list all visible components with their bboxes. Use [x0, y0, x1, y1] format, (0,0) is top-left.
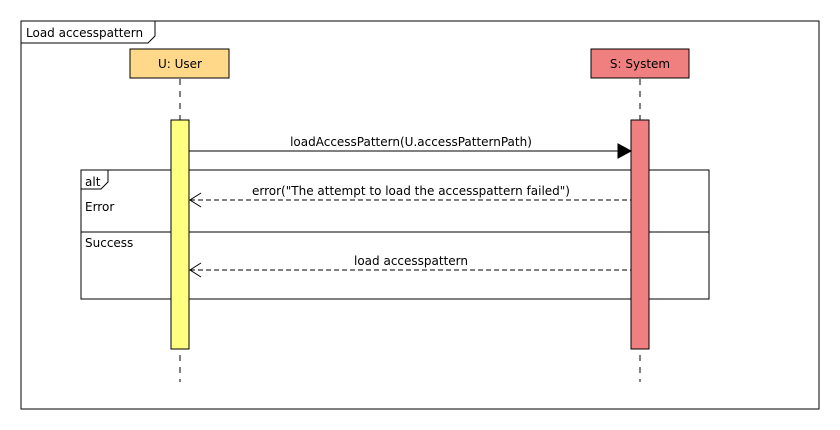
success-reply-message: load accesspattern — [189, 254, 631, 278]
call-message-arrowhead — [617, 143, 633, 159]
user-activation-bar — [170, 119, 190, 350]
alt-operator-tab — [81, 170, 109, 190]
system-activation-bar — [630, 119, 650, 350]
error-reply-label: error("The attempt to load the accesspat… — [252, 184, 570, 198]
system-head-label: S: System — [610, 57, 670, 71]
system-lifeline-head: S: System — [590, 48, 690, 79]
user-head-box — [129, 48, 230, 79]
user-head-label: U: User — [158, 57, 202, 71]
guard-error: Error — [85, 200, 114, 214]
frame-title-tab — [21, 21, 156, 44]
diagram-frame: Load accesspattern — [20, 20, 820, 410]
user-lifeline-head: U: User — [129, 48, 230, 79]
success-reply-label: load accesspattern — [354, 254, 468, 268]
success-reply-arrowhead — [189, 262, 202, 278]
call-message-label: loadAccessPattern(U.accessPatternPath) — [290, 135, 532, 149]
error-reply-arrowhead — [189, 192, 202, 208]
frame-title: Load accesspattern — [26, 26, 143, 40]
error-reply-message: error("The attempt to load the accesspat… — [189, 184, 631, 208]
alt-operator-label: alt — [85, 175, 101, 189]
call-message: loadAccessPattern(U.accessPatternPath) — [189, 135, 633, 159]
guard-success: Success — [85, 236, 133, 250]
system-head-box — [590, 48, 690, 79]
frame-border — [20, 20, 820, 410]
